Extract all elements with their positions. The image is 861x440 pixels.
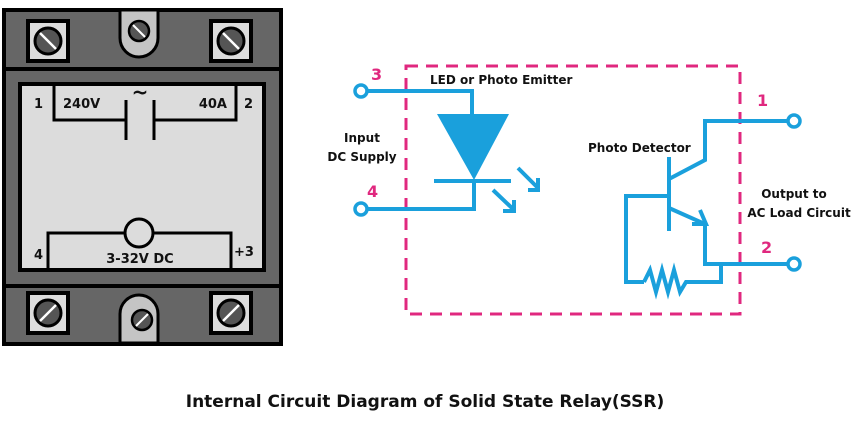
- pin-2-label: 2: [761, 238, 772, 257]
- photo-detector-label: Photo Detector: [588, 141, 691, 155]
- pin-3-label: 3: [371, 65, 382, 84]
- pin-1-label: 1: [757, 91, 768, 110]
- led-label: LED or Photo Emitter: [430, 73, 572, 87]
- ac-symbol: ~: [132, 80, 149, 104]
- relay-terminal-4-label: 4: [34, 248, 43, 263]
- input-terminal-4: [353, 201, 369, 217]
- relay-terminal-2-label: 2: [244, 97, 253, 112]
- voltage-rating: 240V: [63, 97, 100, 112]
- output-terminal-1: [786, 113, 802, 129]
- terminal-screw-3: [209, 291, 253, 335]
- isolation-boundary: [404, 64, 742, 316]
- input-terminal-3: [353, 83, 369, 99]
- terminal-screw-1: [26, 19, 70, 63]
- terminal-screw-4: [26, 291, 70, 335]
- pin-4-label: 4: [367, 182, 378, 201]
- current-rating: 40A: [199, 97, 227, 112]
- phototransistor-icon: [624, 119, 788, 300]
- input-wiring: [366, 89, 476, 211]
- screw-icon: [127, 19, 151, 43]
- input-label-line1: Input: [344, 131, 380, 145]
- relay-package: ~ 1 240V 40A 2 4 3-32V DC +3: [2, 8, 283, 346]
- internal-circuit: 3 4 LED or Photo Emitter Input DC Supply…: [327, 64, 851, 316]
- input-led-symbol: [46, 217, 233, 268]
- output-contact-symbol: [52, 86, 238, 140]
- led-icon: [434, 114, 540, 213]
- terminal-screw-2: [209, 19, 253, 63]
- input-rating: 3-32V DC: [106, 252, 173, 267]
- relay-terminal-1-label: 1: [34, 97, 43, 112]
- output-label-line2: AC Load Circuit: [747, 206, 851, 220]
- diagram-title: Internal Circuit Diagram of Solid State …: [186, 392, 665, 412]
- relay-terminal-3-label: +3: [234, 245, 254, 260]
- output-label-line1: Output to: [761, 187, 827, 201]
- screw-icon: [130, 308, 154, 332]
- input-label-line2: DC Supply: [327, 150, 396, 164]
- output-terminal-2: [786, 256, 802, 272]
